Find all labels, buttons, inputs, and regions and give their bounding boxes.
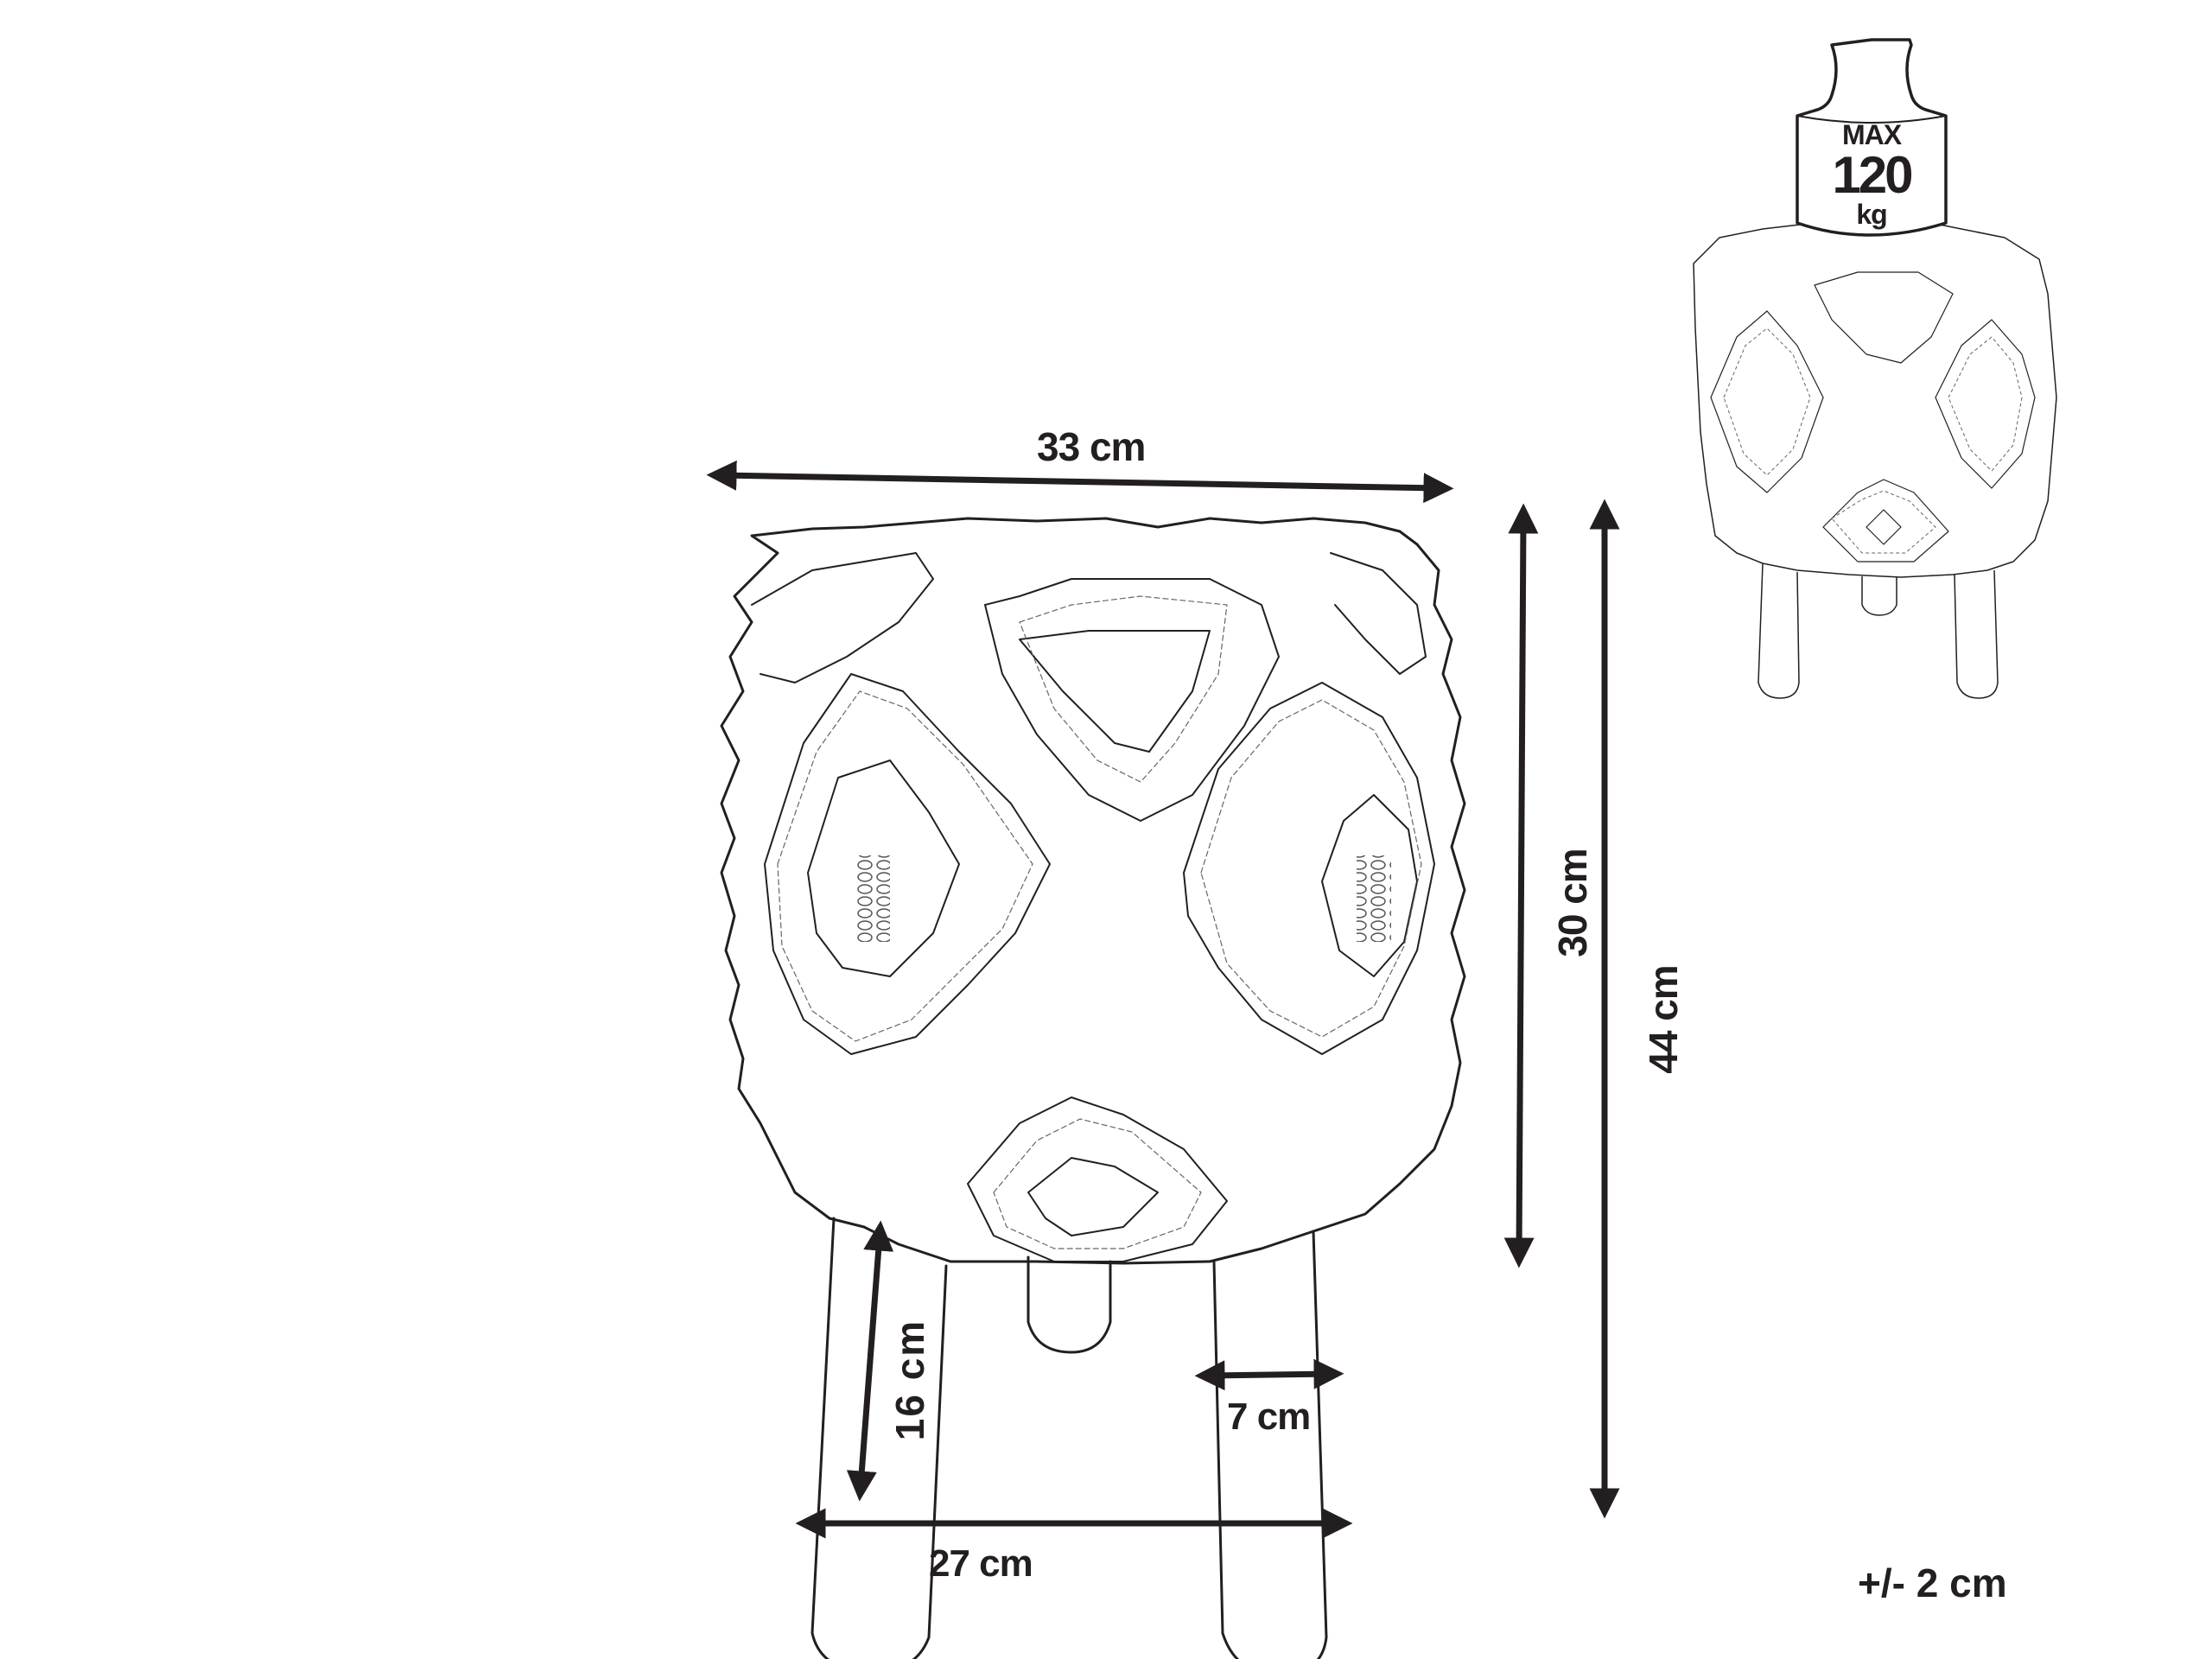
dim-line-leg-height bbox=[846, 1220, 894, 1502]
motif-top-right-band bbox=[1330, 552, 1427, 675]
small-leg-left bbox=[1758, 563, 1800, 699]
label-tolerance: +/- 2 cm bbox=[1858, 1560, 2007, 1605]
load-badge-max: MAX bbox=[1841, 119, 1902, 150]
main-stool-drawing bbox=[720, 517, 1466, 1659]
label-leg-height: 16 cm bbox=[887, 1319, 932, 1441]
dim-line-seat-width bbox=[706, 460, 1454, 504]
motif-top-chevron bbox=[984, 578, 1280, 822]
motif-right-diamond-outer bbox=[1183, 682, 1435, 1055]
label-leg-span: 27 cm bbox=[929, 1542, 1033, 1585]
leg-front-left bbox=[810, 1217, 948, 1659]
motif-bottom-diamond-inner bbox=[1027, 1157, 1159, 1236]
load-badge-unit: kg bbox=[1856, 199, 1887, 230]
load-badge-value: 120 bbox=[1832, 146, 1913, 204]
small-leg-center bbox=[1861, 576, 1897, 616]
motif-left-diamond-outer bbox=[764, 673, 1051, 1055]
dim-line-seat-height bbox=[1503, 503, 1539, 1268]
leg-back-center bbox=[1027, 1255, 1112, 1354]
motif-top-chevron-inner bbox=[1019, 630, 1211, 753]
motif-right-diamond-inner bbox=[1321, 794, 1418, 977]
pouf-body-outline bbox=[720, 517, 1466, 1265]
motif-bottom-diamond bbox=[967, 1096, 1228, 1262]
label-seat-height: 30 cm bbox=[1550, 849, 1595, 957]
small-stool-body-outline bbox=[1693, 219, 2057, 578]
motif-top-left-band bbox=[751, 552, 934, 683]
motif-left-diamond-inner bbox=[807, 760, 960, 977]
leg-front-right bbox=[1212, 1230, 1328, 1659]
label-seat-width: 33 cm bbox=[1037, 424, 1146, 469]
load-diagram bbox=[1693, 38, 2057, 699]
dimension-lines bbox=[706, 460, 1620, 1539]
small-leg-right bbox=[1954, 569, 1999, 699]
label-total-height: 44 cm bbox=[1641, 965, 1686, 1074]
dim-line-leg-width bbox=[1194, 1358, 1344, 1391]
label-leg-width: 7 cm bbox=[1227, 1395, 1311, 1438]
weight-icon bbox=[1796, 38, 1948, 237]
